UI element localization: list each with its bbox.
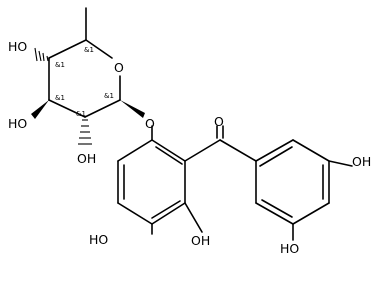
ring-bond-4: [117, 202, 153, 225]
bond-c1-c2: [84, 99, 121, 118]
ring-bond-3: [151, 202, 186, 225]
right-aromatic-ring: [255, 139, 353, 241]
left-aromatic-ring: [117, 125, 203, 235]
bond-ring-oh-right: [184, 202, 203, 233]
atom-labels: O O O HO HO OH HO OH OH HO: [8, 39, 371, 256]
bond-ring2-oh-top: [328, 160, 353, 167]
ring-bond-6: [117, 139, 153, 162]
sugar-ring: [48, 7, 121, 118]
ring2-bond-4: [292, 202, 330, 225]
bond-ring-carbonyl: [184, 139, 221, 162]
stereo-label-c3: &1: [55, 94, 65, 102]
stereo-label-c2: &1: [76, 110, 86, 118]
bond-c5-ringO: [85, 39, 113, 59]
hydroxyl-label-7: HO: [280, 241, 299, 256]
stereo-labels: &1 &1 &1 &1 &1: [55, 46, 114, 118]
carbonyl-group: [184, 125, 257, 162]
hydroxyl-label-4: HO: [89, 232, 108, 247]
ring-oxygen-label: O: [114, 60, 124, 75]
stereo-label-c4: &1: [55, 61, 65, 69]
glycosidic-oxygen-label: O: [145, 116, 155, 131]
ring2-bond-2: [292, 139, 330, 162]
stereo-label-c1: &1: [104, 92, 114, 100]
bond-c2-c3: [48, 99, 86, 118]
carbonyl-oxygen-label: O: [214, 114, 224, 129]
ring2-bond-5: [255, 202, 294, 225]
stereo-bonds: [31, 47, 145, 145]
hydroxyl-label-3: OH: [77, 151, 96, 166]
ring-bond-3-inner: [151, 200, 181, 219]
ring2-bond-5-inner: [261, 199, 293, 218]
stereo-label-c5: &1: [84, 46, 94, 54]
hydroxyl-label-2: HO: [8, 116, 27, 131]
wedge-bond-c3-oh: [31, 100, 49, 119]
ring2-bond-1: [255, 139, 294, 162]
bond-c4-c5: [48, 39, 87, 59]
hydroxyl-label-5: OH: [191, 233, 210, 248]
hashed-bond-c4-oh: [34, 47, 49, 62]
hashed-bond-c2-oh: [78, 119, 92, 145]
hydroxyl-label-6: OH: [352, 154, 371, 169]
hydroxyl-label-1: HO: [8, 39, 27, 54]
ring-bond-1-inner: [155, 146, 183, 165]
bond-carbonyl-ring2: [219, 139, 257, 162]
wedge-bond-c1-glycosidicO: [120, 100, 145, 118]
ring-bond-1: [151, 139, 186, 162]
ring2-bond-1-inner: [259, 146, 293, 167]
